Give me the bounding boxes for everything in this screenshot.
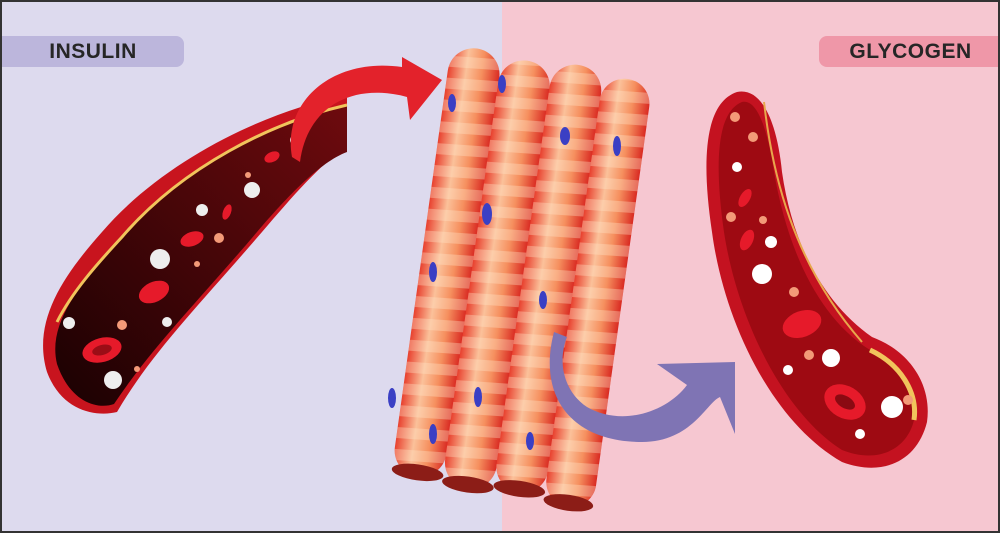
insulin-label: INSULIN — [2, 36, 184, 67]
right-blood-vessel-icon — [706, 91, 928, 468]
red-curved-arrow-icon — [290, 57, 442, 162]
muscle-fibers-icon — [388, 48, 650, 512]
left-blood-vessel-icon — [43, 95, 348, 414]
glycogen-label: GLYCOGEN — [819, 36, 998, 67]
purple-curved-arrow-icon — [549, 332, 735, 442]
